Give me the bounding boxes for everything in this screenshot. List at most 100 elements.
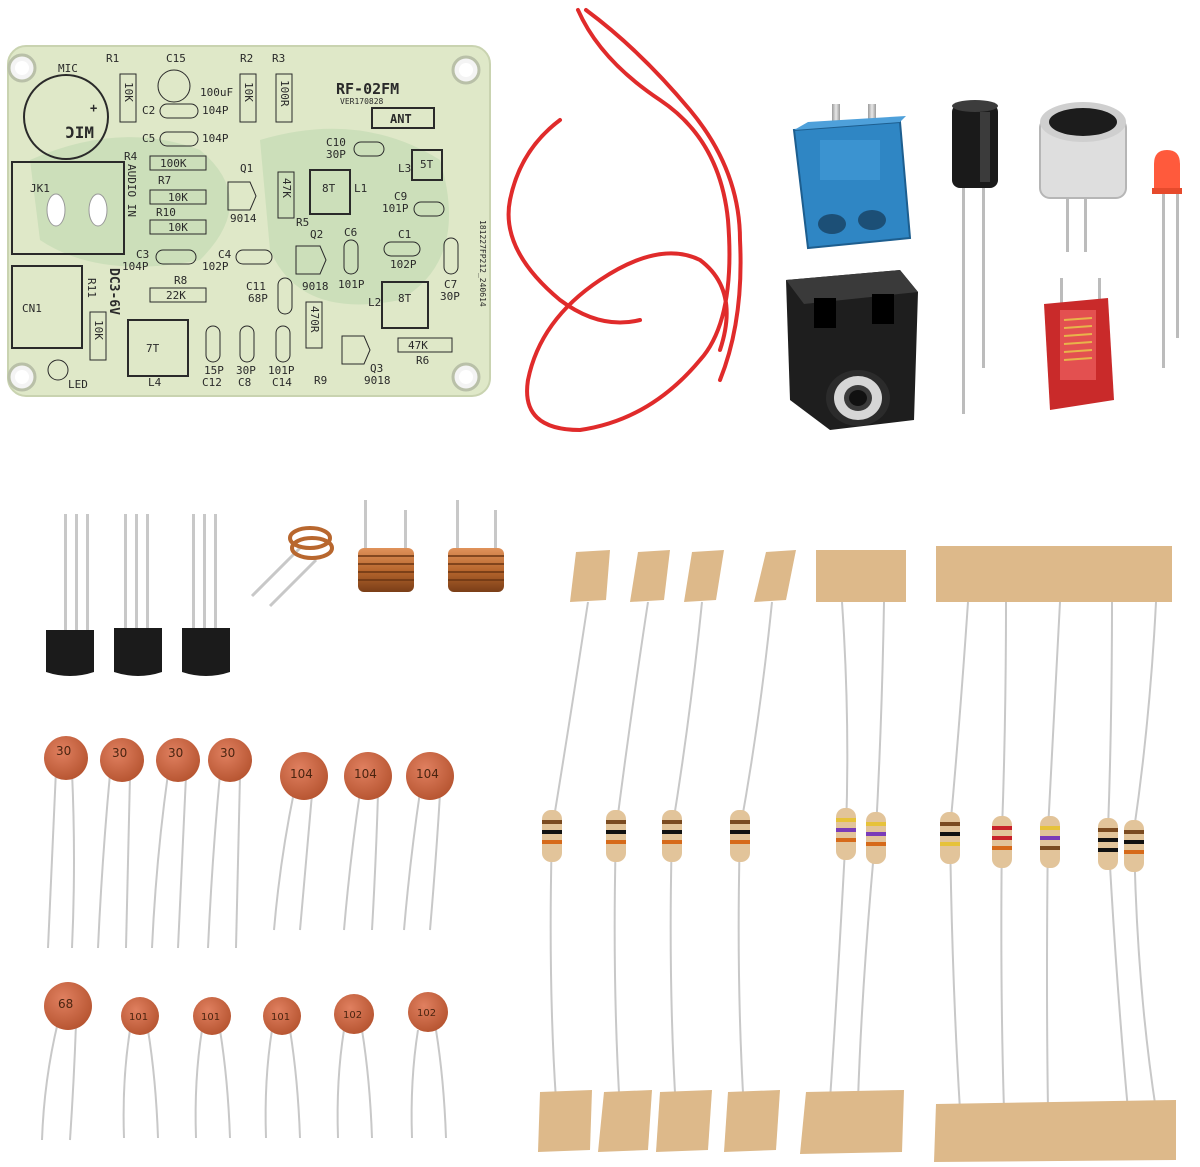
- audio-jack-3-5mm: [786, 270, 918, 430]
- capacitor-value-label: 102: [343, 1010, 362, 1021]
- resistor: [992, 816, 1012, 868]
- capacitor-value-label: 30: [56, 744, 71, 758]
- cn1-footprint: [11, 265, 83, 349]
- air-coil: [358, 500, 414, 592]
- pcb-value-c6: 101P: [338, 278, 365, 291]
- ceramic-capacitor: 30: [151, 738, 200, 949]
- ceramic-capacitor: 30: [97, 738, 144, 949]
- pcb-label-c3: C3: [136, 248, 149, 261]
- pcb-label-c10: C10: [326, 136, 346, 149]
- pcb-value-l2: 8T: [398, 292, 412, 305]
- pcb-value-r6: 47K: [408, 339, 428, 352]
- pcb-label-r11: R11: [85, 278, 98, 298]
- pcb-value-l3: 5T: [420, 158, 434, 171]
- pcb-label-q1: Q1: [240, 162, 253, 175]
- adjustable-inductor: [1044, 278, 1114, 410]
- pcb-label-r8: R8: [174, 274, 187, 287]
- resistor: [730, 810, 750, 862]
- pcb-label-ant: ANT: [390, 112, 412, 126]
- jk1-footprint: [11, 161, 125, 255]
- pcb-value-c5: 104P: [202, 132, 229, 145]
- pcb-value-l1: 8T: [322, 182, 336, 195]
- resistor: [1098, 818, 1118, 870]
- pcb-label-cn1: CN1: [22, 302, 42, 315]
- pcb-value-r8: 22K: [166, 289, 186, 302]
- ceramic-capacitor: 104: [273, 752, 328, 931]
- mounting-hole: [7, 53, 37, 83]
- resistor: [1040, 816, 1060, 868]
- pcb-label-mic-mirror: MIC: [65, 123, 94, 142]
- pcb-value-q2: 9018: [302, 280, 329, 293]
- ceramic-capacitor: 101: [263, 997, 301, 1139]
- pcb-label-c7: C7: [444, 278, 457, 291]
- pcb-value-l4: 7T: [146, 342, 160, 355]
- pcb-label-c11: C11: [246, 280, 266, 293]
- pcb-label-r2: R2: [240, 52, 253, 65]
- ceramic-capacitor: 101: [121, 997, 159, 1139]
- pcb-label-mic: MIC: [58, 62, 78, 75]
- capacitor-value-label: 102: [417, 1008, 436, 1019]
- transistor: [182, 514, 230, 676]
- resistor: [940, 812, 960, 864]
- pcb-label-l1: L1: [354, 182, 367, 195]
- mounting-hole: [451, 362, 481, 392]
- capacitor-value-label: 30: [220, 746, 235, 760]
- pcb-label-r6: R6: [416, 354, 429, 367]
- ceramic-capacitor: 101: [193, 997, 231, 1139]
- pcb-value-c14: 101P: [268, 364, 295, 377]
- capacitor-value-label: 68: [58, 997, 73, 1011]
- pcb-label-l2: L2: [368, 296, 381, 309]
- ceramic-capacitor: 30: [207, 738, 252, 949]
- pcb-value-r2: 10K: [242, 82, 255, 102]
- capacitor-value-label: 101: [201, 1012, 220, 1023]
- capacitor-value-label: 30: [168, 746, 183, 760]
- pcb-value-q1: 9014: [230, 212, 257, 225]
- resistor: [1124, 820, 1144, 872]
- pcb-label-c12: C12: [202, 376, 222, 389]
- transistor: [46, 514, 94, 676]
- mounting-hole: [451, 55, 481, 85]
- mounting-hole: [7, 362, 37, 392]
- electret-microphone: [1039, 102, 1127, 252]
- resistor: [662, 810, 682, 862]
- pcb-label-c5: C5: [142, 132, 155, 145]
- pcb-value-r10: 10K: [168, 221, 188, 234]
- capacitor-value-label: 30: [112, 746, 127, 760]
- pcb-value-r7: 10K: [168, 191, 188, 204]
- air-coil: [448, 500, 504, 592]
- pcb-label-r7: R7: [158, 174, 171, 187]
- pcb-value-c15: 100uF: [200, 86, 233, 99]
- resistor: [866, 812, 886, 864]
- pcb-value-c3: 104P: [122, 260, 149, 273]
- capacitor-value-label: 104: [354, 767, 377, 781]
- capacitor-value-label: 104: [416, 767, 439, 781]
- antenna-wire: [506, 8, 743, 433]
- pcb-value-r9: 470R: [308, 306, 321, 333]
- screw-terminal-block: [792, 104, 912, 250]
- transistor-group: [46, 514, 230, 676]
- pcb-board: MIC MIC + JK1 AUDIO IN CN1 DC3-6V R11 10…: [7, 45, 491, 397]
- plus-icon: +: [90, 101, 97, 115]
- pcb-value-r5: 47K: [280, 178, 293, 198]
- pcb-label-l4: L4: [148, 376, 162, 389]
- pcb-label-c9: C9: [394, 190, 407, 203]
- capacitor-value-label: 101: [129, 1012, 148, 1023]
- resistor: [606, 810, 626, 862]
- pcb-value-c1: 102P: [390, 258, 417, 271]
- pcb-value-c8: 30P: [236, 364, 256, 377]
- ceramic-capacitor: 104: [403, 752, 454, 931]
- pcb-label-c4: C4: [218, 248, 232, 261]
- ceramic-capacitor: 68: [41, 982, 92, 1141]
- ceramic-capacitor: 102: [408, 992, 448, 1139]
- ceramic-capacitor: 30: [44, 736, 88, 949]
- pcb-value-r1: 10K: [122, 82, 135, 102]
- mic-footprint: [23, 74, 109, 160]
- pcb-label-led: LED: [68, 378, 88, 391]
- pcb-value-c10: 30P: [326, 148, 346, 161]
- pcb-label-q3: Q3: [370, 362, 383, 375]
- pcb-label-r4: R4: [124, 150, 138, 163]
- pcb-label-l3: L3: [398, 162, 411, 175]
- pcb-value-r11: 10K: [92, 320, 105, 340]
- pcb-label-jk1: JK1: [30, 182, 50, 195]
